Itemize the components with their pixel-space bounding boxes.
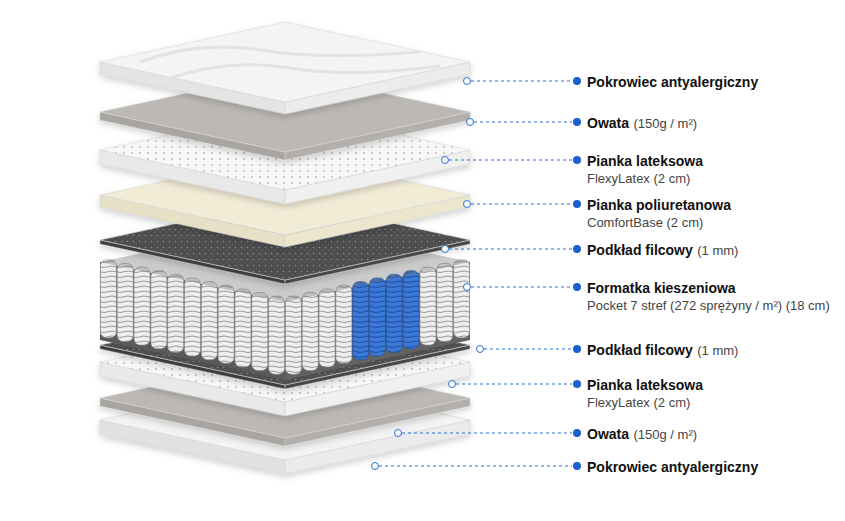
leader-line (471, 80, 572, 81)
bullet-dot (573, 283, 581, 291)
leader-line (379, 465, 572, 466)
layer-spec: (150g / m²) (633, 427, 697, 442)
anchor-circle (464, 284, 471, 291)
layer-name: Podkład filcowy (587, 342, 693, 358)
anchor-circle (467, 119, 474, 126)
spring (117, 263, 133, 341)
spring-blue (403, 271, 419, 349)
anchor-circle (372, 463, 379, 470)
layer-label: Pianka lateksowaFlexyLatex (2 cm) (587, 375, 703, 410)
layer-label: Owata (150g / m²) (587, 113, 697, 133)
spring (185, 278, 201, 356)
cover-wave (170, 65, 440, 78)
bullet-dot (573, 245, 581, 253)
spring (336, 285, 352, 363)
layer-label: Podkład filcowy (1 mm) (587, 340, 738, 360)
layer-spec: (1 mm) (697, 243, 738, 258)
spring (269, 296, 285, 374)
leader-line (449, 248, 572, 249)
spring (201, 282, 217, 360)
bullet-dot (573, 380, 581, 388)
layer-name: Pianka lateksowa (587, 377, 703, 393)
spring (218, 285, 234, 363)
spring (168, 274, 184, 352)
layer-name: Pianka poliuretanowa (587, 197, 731, 213)
spring (100, 260, 116, 338)
layer-spec: ComfortBase (2 cm) (587, 215, 731, 231)
spring (437, 263, 453, 341)
layer-label: Owata (150g / m²) (587, 424, 697, 444)
layer-label: Pianka lateksowaFlexyLatex (2 cm) (587, 151, 703, 186)
bullet-dot (573, 200, 581, 208)
bullet-dot (573, 118, 581, 126)
layer-name: Owata (587, 426, 629, 442)
layer-name: Formatka kieszeniowa (587, 280, 736, 296)
anchor-circle (464, 78, 471, 85)
spring-blue (370, 278, 386, 356)
layer-spec: Pocket 7 stref (272 sprężyny / m²) (18 c… (587, 298, 830, 314)
top-cover (100, 22, 470, 114)
leader-line (471, 203, 572, 204)
cover-wave (140, 47, 420, 62)
spring (151, 271, 167, 349)
layer-label: Podkład filcowy (1 mm) (587, 240, 738, 260)
spring-blue (353, 282, 369, 360)
bullet-dot (573, 429, 581, 437)
layer-name: Podkład filcowy (587, 242, 693, 258)
spring (420, 267, 436, 345)
layer-label: Pokrowiec antyalergiczny (587, 457, 758, 477)
leader-line (456, 383, 572, 384)
layer-label: Pokrowiec antyalergiczny (587, 72, 758, 92)
spring-blue (386, 274, 402, 352)
anchor-circle (477, 346, 484, 353)
anchor-circle (395, 430, 402, 437)
spring (285, 296, 301, 374)
spring (319, 289, 335, 367)
spring (302, 293, 318, 371)
layer-label: Pianka poliuretanowaComfortBase (2 cm) (587, 195, 731, 230)
bullet-dot (573, 156, 581, 164)
layer-spec: (1 mm) (697, 343, 738, 358)
spring (454, 260, 470, 338)
layer-label: Formatka kieszeniowaPocket 7 stref (272 … (587, 278, 830, 313)
anchor-circle (464, 201, 471, 208)
bullet-dot (573, 462, 581, 470)
layer-name: Pokrowiec antyalergiczny (587, 74, 758, 90)
layer-name: Pokrowiec antyalergiczny (587, 459, 758, 475)
spring (252, 293, 268, 371)
layer-spec: FlexyLatex (2 cm) (587, 395, 703, 411)
top-cover-top (100, 22, 470, 102)
anchor-circle (442, 157, 449, 164)
bullet-dot (573, 345, 581, 353)
anchor-circle (449, 381, 456, 388)
leader-line (402, 432, 572, 433)
layer-name: Pianka lateksowa (587, 153, 703, 169)
leader-line (471, 286, 572, 287)
spring (235, 289, 251, 367)
leader-line (484, 348, 572, 349)
layer-name: Owata (587, 115, 629, 131)
leader-line (449, 159, 572, 160)
layer-spec: FlexyLatex (2 cm) (587, 171, 703, 187)
anchor-circle (442, 246, 449, 253)
bullet-dot (573, 77, 581, 85)
spring (134, 267, 150, 345)
leader-line (474, 121, 572, 122)
layer-spec: (150g / m²) (633, 116, 697, 131)
